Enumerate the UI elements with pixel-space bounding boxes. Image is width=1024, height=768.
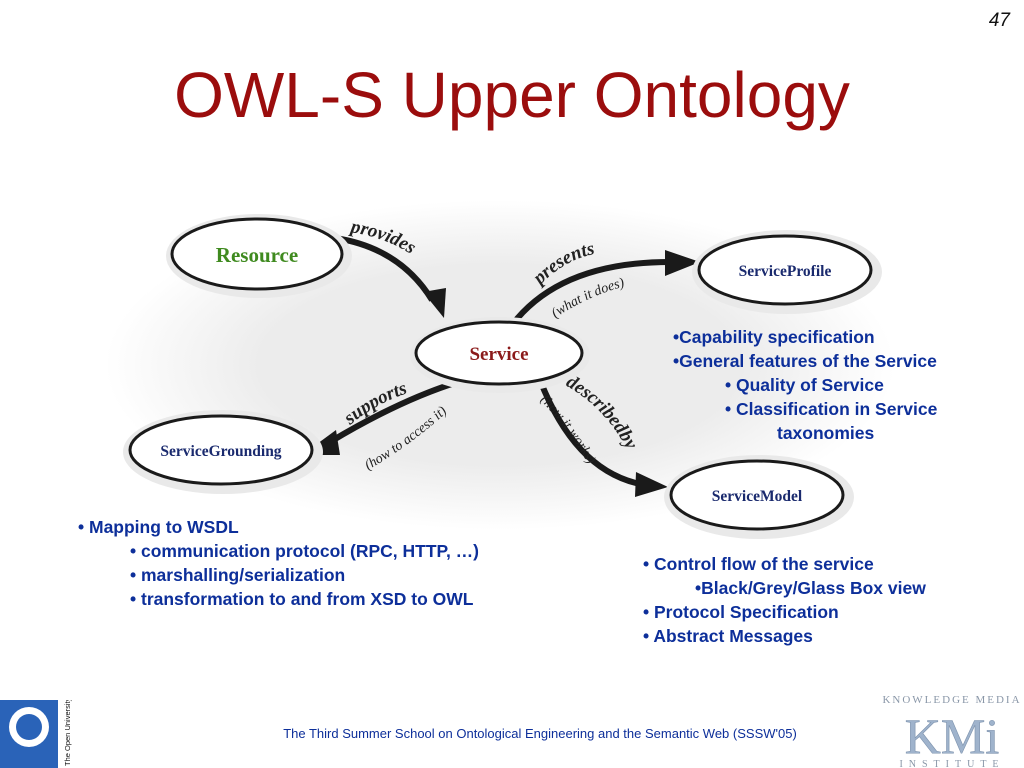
- grounding-note-wsdl: • Mapping to WSDL: [78, 517, 239, 537]
- node-service-grounding: ServiceGrounding: [123, 410, 323, 494]
- arrow-provides: [334, 235, 446, 318]
- node-resource: Resource: [166, 214, 352, 298]
- open-university-logo: The Open University: [0, 700, 72, 768]
- node-service-model: ServiceModel: [664, 455, 854, 539]
- grounding-note-protocol: • communication protocol (RPC, HTTP, …): [130, 541, 480, 561]
- profile-note-general-features: •General features of the Service: [673, 351, 937, 371]
- profile-notes: •Capability specification •General featu…: [673, 325, 937, 445]
- grounding-note-marshalling: • marshalling/serialization: [130, 565, 346, 585]
- kmi-logo: KNOWLEDGE MEDIA KMi INSTITUTE: [882, 694, 1021, 768]
- profile-note-taxonomies: taxonomies: [777, 423, 875, 443]
- arrow-presents: [509, 250, 700, 327]
- kmi-main-text: KMi: [905, 708, 999, 764]
- model-notes: • Control flow of the service •Black/Gre…: [643, 552, 926, 648]
- profile-note-quality: • Quality of Service: [725, 375, 884, 395]
- model-note-box-view: •Black/Grey/Glass Box view: [695, 578, 926, 598]
- kmi-top-text: KNOWLEDGE MEDIA: [882, 694, 1021, 706]
- node-service-label: Service: [469, 344, 528, 365]
- model-note-control-flow: • Control flow of the service: [643, 554, 874, 574]
- profile-note-classification: • Classification in Service: [725, 399, 938, 419]
- node-service-model-label: ServiceModel: [712, 488, 803, 505]
- node-service: Service: [410, 317, 590, 393]
- node-service-profile: ServiceProfile: [692, 230, 882, 314]
- grounding-notes: • Mapping to WSDL • communication protoc…: [78, 515, 479, 611]
- arrow-describedby: [537, 378, 668, 497]
- slide-title: OWL-S Upper Ontology: [174, 59, 850, 131]
- open-university-text: The Open University: [63, 700, 72, 766]
- slide-number: 47: [988, 10, 1010, 31]
- grounding-note-transformation: • transformation to and from XSD to OWL: [130, 589, 474, 609]
- model-note-protocol-spec: • Protocol Specification: [643, 602, 839, 622]
- kmi-bottom-text: INSTITUTE: [899, 759, 1004, 768]
- profile-note-capability: •Capability specification: [673, 327, 875, 347]
- node-service-profile-label: ServiceProfile: [739, 263, 832, 280]
- node-service-grounding-label: ServiceGrounding: [160, 443, 281, 460]
- footer: The Third Summer School on Ontological E…: [283, 726, 797, 741]
- model-note-abstract-messages: • Abstract Messages: [643, 626, 813, 646]
- node-resource-label: Resource: [216, 243, 298, 267]
